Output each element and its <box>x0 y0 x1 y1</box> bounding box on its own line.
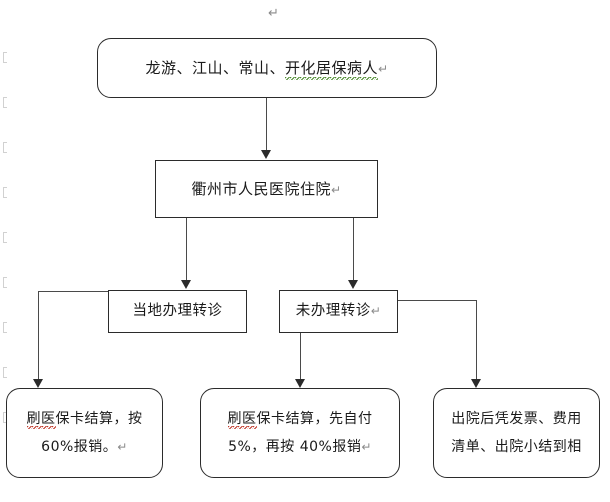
return-mark-icon: ↵ <box>370 303 382 318</box>
connector-local-left-vertical <box>38 291 39 379</box>
node-referral-none-label: 未办理转诊 <box>295 302 371 319</box>
margin-tick <box>3 367 7 378</box>
connector-none-right-horizontal <box>398 300 476 301</box>
connector-patients-hospital <box>266 98 267 150</box>
arrowhead-icon <box>471 379 481 388</box>
arrowhead-icon <box>295 379 305 388</box>
margin-tick <box>3 322 7 333</box>
margin-tick <box>3 97 7 108</box>
margin-tick <box>3 232 7 243</box>
node-patients-underlined: 开化居保病人 <box>284 58 378 80</box>
connector-hospital-referral-none <box>353 218 354 280</box>
margin-tick <box>3 277 7 288</box>
node-patients-text: 龙游、江山、常山、开化居保病人↵ <box>145 58 389 80</box>
return-mark-icon: ↵ <box>361 440 372 454</box>
node-hospital-label: 衢州市人民医院住院 <box>191 179 331 198</box>
margin-tick <box>3 142 7 153</box>
connector-none-bottom-vertical <box>300 333 301 379</box>
node-hospital[interactable]: 衢州市人民医院住院↵ <box>155 160 378 218</box>
margin-tick <box>3 187 7 198</box>
node-referral-local-text: 当地办理转诊 <box>133 302 223 322</box>
node-outcome-40-line1-underlined: 刷医 <box>227 411 257 429</box>
node-hospital-text: 衢州市人民医院住院↵ <box>191 179 341 199</box>
node-patients-plain: 龙游、江山、常山、 <box>145 58 285 77</box>
paragraph-mark-icon: ↵ <box>268 6 279 21</box>
node-outcome-40-line2: 5%，再按 40%报销 <box>228 439 362 455</box>
connector-local-left-horizontal <box>38 291 108 292</box>
return-mark-icon: ↵ <box>330 182 342 197</box>
margin-tick <box>3 412 7 423</box>
arrowhead-icon <box>33 379 43 388</box>
node-outcome-60-line1-rest: 保卡结算，按 <box>55 411 143 427</box>
node-referral-local-label: 当地办理转诊 <box>132 302 223 319</box>
return-mark-icon: ↵ <box>117 440 128 454</box>
arrowhead-icon <box>261 150 271 159</box>
node-outcome-receipt-line2: 清单、出院小结到相 <box>451 439 582 455</box>
node-referral-none[interactable]: 未办理转诊↵ <box>279 290 398 333</box>
connector-none-right-vertical <box>476 300 477 379</box>
node-outcome-40-line1-rest: 保卡结算，先自付 <box>256 411 373 427</box>
node-outcome-receipt-line1: 出院后凭发票、费用 <box>451 411 582 427</box>
return-mark-icon: ↵ <box>377 61 389 76</box>
node-outcome-60[interactable]: 刷医保卡结算，按 60%报销。↵ <box>6 388 163 478</box>
node-outcome-60-line2: 60%报销。 <box>41 439 118 455</box>
node-referral-local[interactable]: 当地办理转诊 <box>108 290 247 333</box>
connector-hospital-referral-local <box>186 218 187 280</box>
node-outcome-40[interactable]: 刷医保卡结算，先自付 5%，再按 40%报销↵ <box>200 388 400 478</box>
node-outcome-60-text: 刷医保卡结算，按 60%报销。↵ <box>26 405 143 461</box>
margin-tick <box>3 52 7 63</box>
node-referral-none-text: 未办理转诊↵ <box>296 302 382 322</box>
node-outcome-receipt-text: 出院后凭发票、费用清单、出院小结到相 <box>451 405 582 461</box>
arrowhead-icon <box>181 280 191 289</box>
arrowhead-icon <box>348 280 358 289</box>
node-outcome-60-line1-underlined: 刷医 <box>26 411 56 429</box>
node-outcome-40-text: 刷医保卡结算，先自付 5%，再按 40%报销↵ <box>227 405 373 461</box>
node-patients[interactable]: 龙游、江山、常山、开化居保病人↵ <box>97 38 437 98</box>
node-outcome-receipt[interactable]: 出院后凭发票、费用清单、出院小结到相 <box>433 388 600 478</box>
